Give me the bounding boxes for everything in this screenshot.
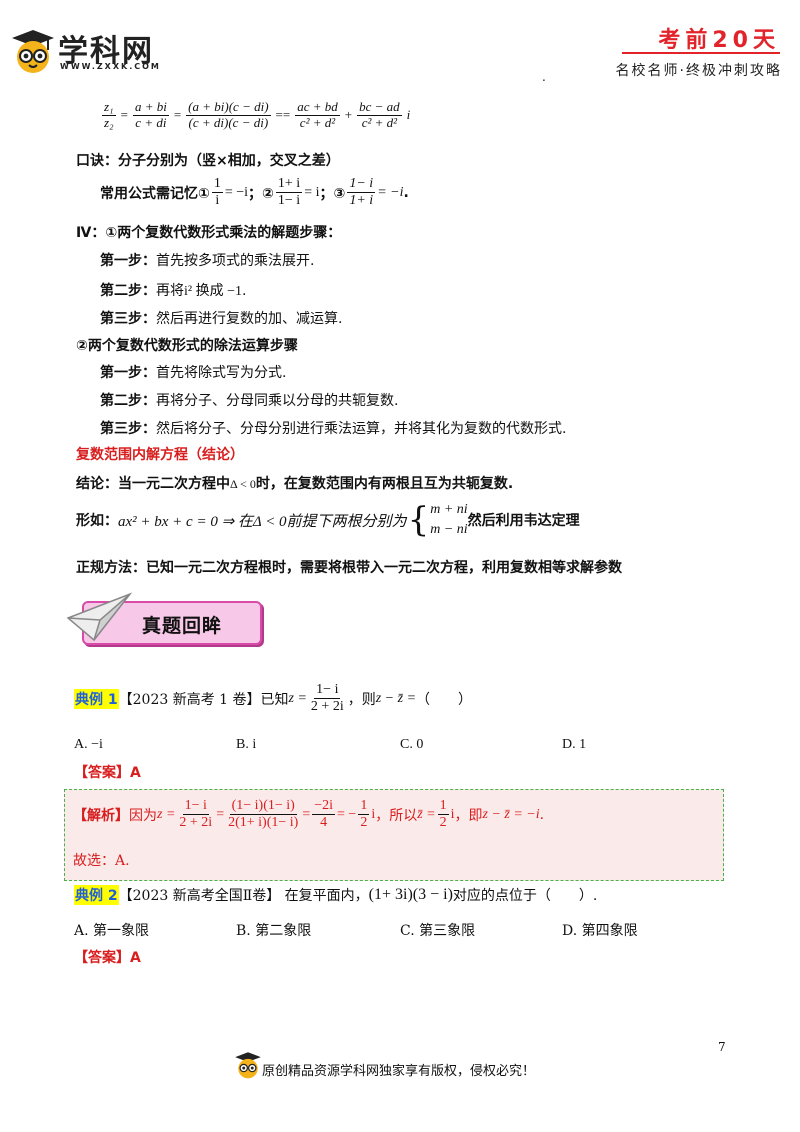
ex1-option-a: A. −i [74,737,103,752]
div-step-1: 第一步：首先将除式写为分式. [100,365,287,381]
example-2: 典例 2 【2023 新高考全国Ⅱ卷】 在复平面内， (1+ 3i)(3 − i… [74,885,598,905]
brace: { [407,500,430,540]
mult-title: Ⅳ：①两个复数代数形式乘法的解题步骤： [76,225,342,241]
header-dot: . [542,70,546,84]
ex2-answer: 【答案】A [74,950,141,966]
ex2-option-d: D. 第四象限 [562,923,638,939]
frac-2: (a + bi)(c − di)(c + di)(c − di) [186,99,271,130]
ex2-option-a: A. 第一象限 [74,923,150,939]
mult-step-1: 第一步：首先按多项式的乘法展开. [100,253,315,269]
ex1-option-c: C. 0 [400,737,424,752]
div-step-2: 第二步：再将分子、分母同乘以分母的共轭复数. [100,393,399,409]
div-step-3: 第三步：然后将分子、分母分别进行乘法运算，并将其化为复数的代数形式. [100,421,567,437]
header-title: 考前20天 [658,28,780,53]
header-subtitle: 名校名师·终极冲刺攻略 [615,63,782,79]
ex2-option-c: C. 第三象限 [400,923,476,939]
header-logo: 学科网 WWW.ZXXK.COM [10,18,170,78]
banner-title: 真题回眸 [142,615,223,637]
owl-icon [235,1052,261,1079]
analysis-choose: 故选：A. [73,853,130,869]
mult-step-3: 第三步：然后再进行复数的加、减运算. [100,311,343,327]
ex1-option-b: B. i [236,737,257,752]
koujue: 口诀：分子分别为（竖×相加，交叉之差） [76,153,340,169]
paper-plane-icon [66,592,133,642]
example-tag: 典例 1 [74,688,119,709]
ex2-option-b: B. 第二象限 [236,923,312,939]
logo-text: 学科网 [58,34,154,69]
ex1-answer: 【答案】A [74,765,141,781]
div-title: ②两个复数代数形式的除法运算步骤 [76,338,298,354]
form-line: 形如： ax² + bx + c = 0 ⇒ 在Δ < 0前提下两根分别为 { … [76,500,580,540]
copyright: 原创精品资源学科网独家享有版权，侵权必究！ [262,1064,536,1079]
mult-step-2: 第二步：再将i² 换成 −1. [100,283,247,299]
logo-url: WWW.ZXXK.COM [60,62,161,71]
example-tag: 典例 2 [74,885,119,905]
method: 正规方法：已知一元二次方程根时，需要将根带入一元二次方程，利用复数相等求解参数 [76,560,622,576]
conclusion: 结论：当一元二次方程中Δ < 0时，在复数范围内有两根且互为共轭复数. [76,476,514,492]
quad-title: 复数范围内解方程（结论） [76,447,244,463]
owl-icon [12,30,54,73]
header-rule [622,52,780,54]
page-number: 7 [718,1040,726,1054]
ex1-option-d: D. 1 [562,737,587,752]
